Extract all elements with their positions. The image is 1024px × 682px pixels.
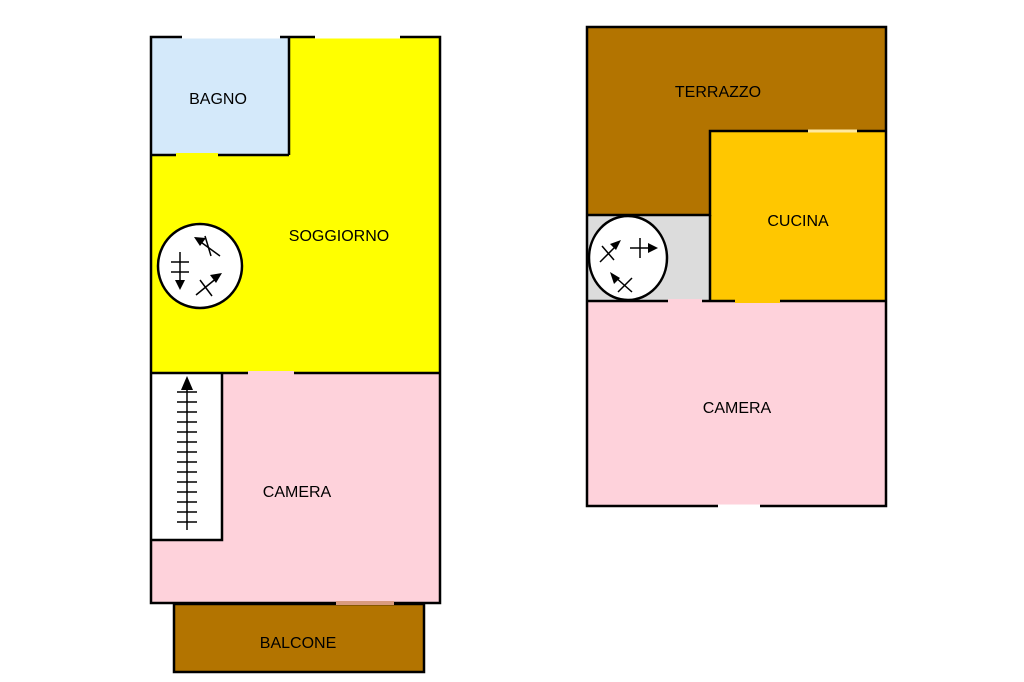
label-soggiorno: SOGGIORNO bbox=[289, 228, 389, 245]
label-bagno: BAGNO bbox=[189, 91, 247, 108]
room-camera-right bbox=[587, 301, 886, 506]
label-camera-left: CAMERA bbox=[263, 484, 332, 501]
room-balcone bbox=[174, 604, 424, 672]
spiral-stair-left bbox=[156, 222, 244, 310]
label-camera-right: CAMERA bbox=[703, 400, 772, 417]
spiral-stair-right bbox=[587, 214, 669, 302]
floor-plan-left: BAGNO SOGGIORNO CAMERA BALCONE bbox=[149, 35, 442, 674]
label-cucina: CUCINA bbox=[767, 213, 829, 230]
label-balcone: BALCONE bbox=[260, 635, 336, 652]
stair-arrow-head bbox=[181, 376, 193, 390]
wall-balcone bbox=[172, 602, 426, 674]
label-terrazzo: TERRAZZO bbox=[675, 84, 761, 101]
room-bagno bbox=[151, 37, 289, 155]
stair-treads bbox=[177, 391, 197, 523]
room-cucina bbox=[710, 131, 886, 301]
wall-stair-straight bbox=[151, 373, 224, 542]
floor-plan-right: TERRAZZO CUCINA CAMERA bbox=[585, 25, 888, 508]
wall-terrazzo bbox=[587, 129, 886, 217]
